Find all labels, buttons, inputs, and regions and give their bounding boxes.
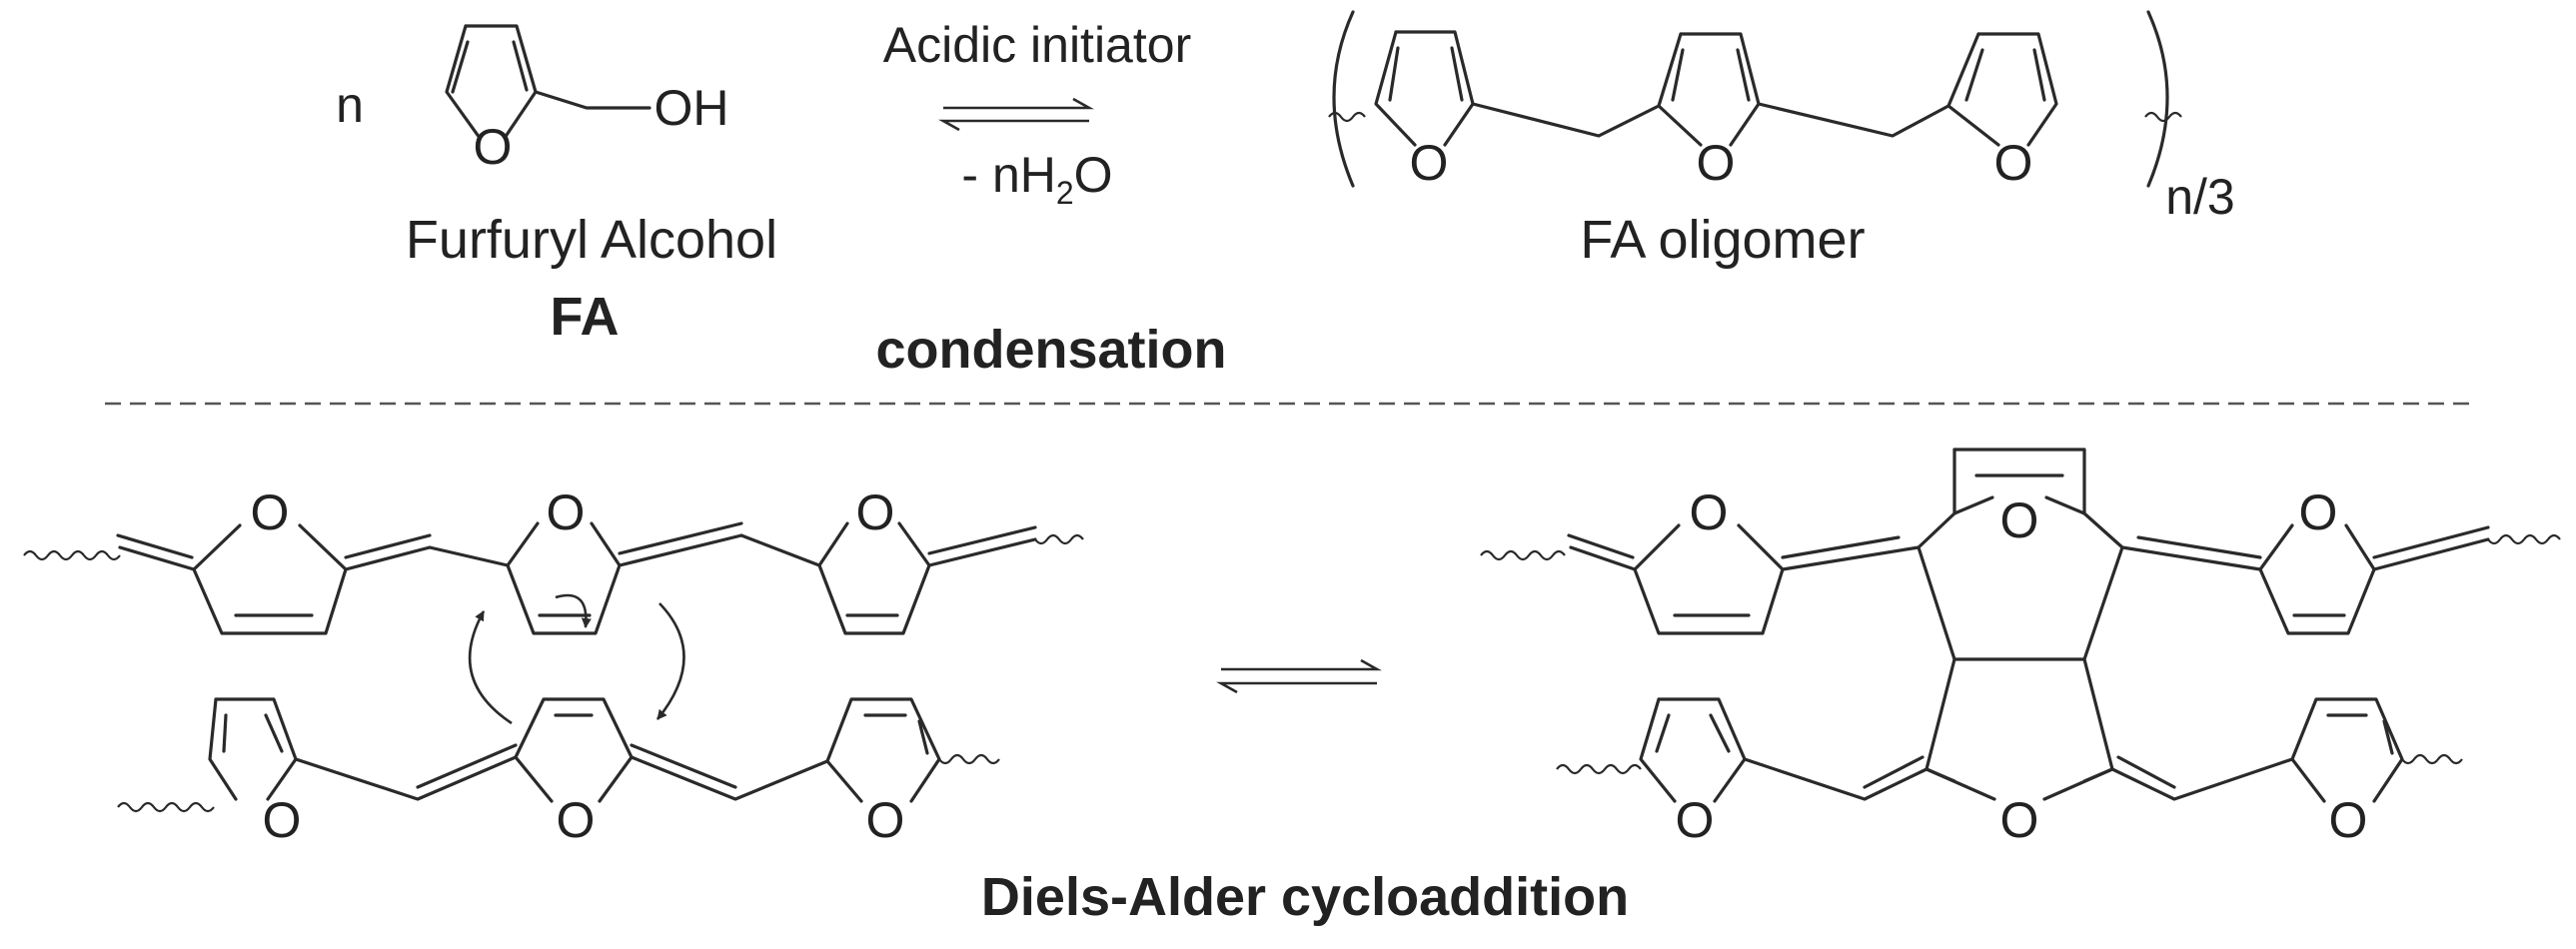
oxygen-label: O (2329, 792, 2368, 848)
oxygen-label: O (2299, 484, 2338, 540)
diels-alder-equilibrium-arrow (1216, 658, 1382, 694)
diels-alder-title: Diels-Alder cycloaddition (981, 867, 1629, 927)
diels-alder-adduct: O O O O O O (1480, 448, 2561, 848)
repeat-subscript: n/3 (2165, 169, 2235, 225)
condensation-equilibrium-arrow: Acidic initiator - nH2O (883, 17, 1191, 211)
diene-dienophile-chains: O O O O O O (23, 484, 1084, 848)
hydroxyl-label: OH (654, 80, 729, 136)
oxygen-label: O (1410, 135, 1449, 191)
oxygen-label: O (1690, 484, 1729, 540)
oxygen-label: O (866, 792, 905, 848)
oxygen-label: O (474, 119, 513, 175)
arrow-condition-below: - nH2O (961, 147, 1112, 211)
oxygen-label: O (2000, 792, 2039, 848)
product-name: FA oligomer (1580, 210, 1865, 270)
reagent-name: Furfuryl Alcohol (406, 210, 777, 270)
oxygen-label: O (263, 792, 302, 848)
furfuryl-alcohol-structure: n O OH Furfuryl Alcohol FA (336, 24, 777, 347)
oxygen-label: O (547, 484, 586, 540)
electron-flow-arrow (555, 593, 592, 628)
arrow-condition-above: Acidic initiator (883, 17, 1191, 73)
oxygen-label: O (2000, 492, 2039, 548)
condensation-title: condensation (875, 320, 1226, 380)
fa-oligomer-structure: O O O n/3 FA oligomer (1328, 10, 2235, 270)
oxygen-label: O (856, 484, 895, 540)
oxygen-label: O (1994, 135, 2033, 191)
oxygen-label: O (1697, 135, 1736, 191)
oxygen-label: O (557, 792, 596, 848)
reagent-coefficient: n (336, 77, 364, 133)
electron-flow-arrow (655, 602, 685, 720)
electron-flow-arrow (468, 610, 513, 725)
reagent-abbrev: FA (550, 287, 619, 347)
oxygen-label: O (1676, 792, 1715, 848)
oxygen-label: O (251, 484, 290, 540)
